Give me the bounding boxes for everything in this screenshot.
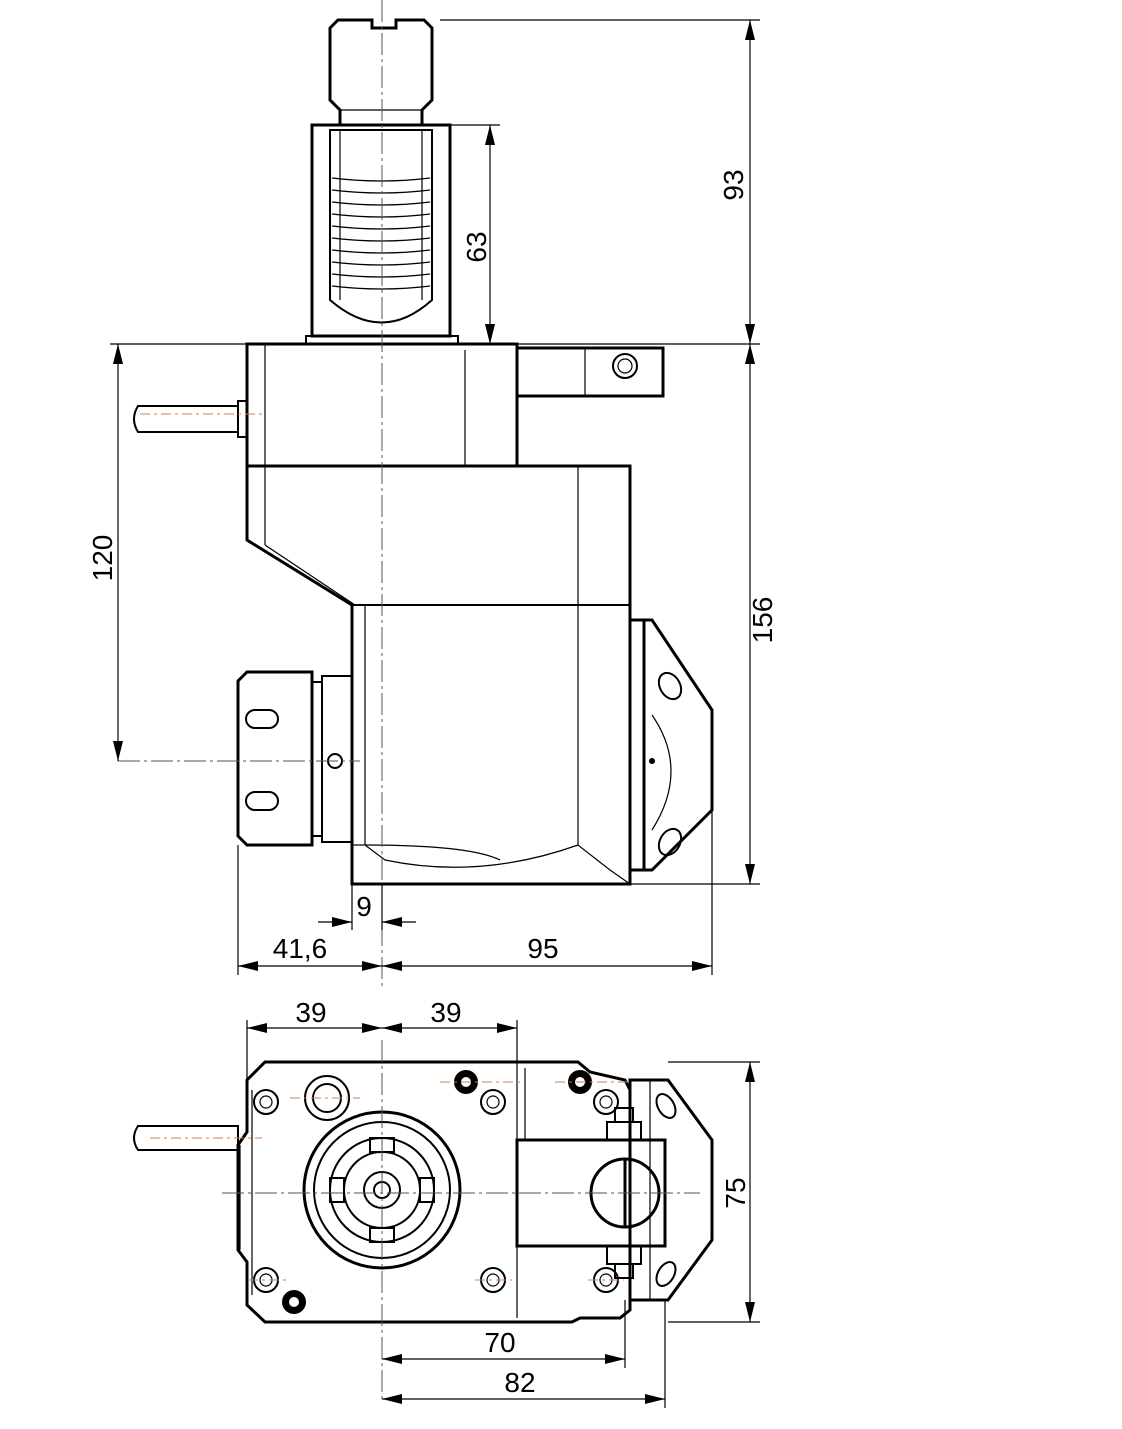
screw-icon-top-1	[454, 1070, 506, 1115]
dim-63: 63	[450, 124, 500, 344]
screw-icon-tl	[253, 1089, 279, 1115]
dim-120-label: 120	[87, 535, 118, 582]
dim-75-label: 75	[720, 1177, 751, 1208]
right-flange	[628, 618, 714, 872]
dim-41-6-label: 41,6	[273, 933, 328, 964]
dim-70: 70	[382, 1300, 626, 1368]
dim-82: 82	[382, 1300, 666, 1408]
top-pin-icon	[133, 1125, 239, 1151]
lower-housing	[245, 464, 632, 886]
dim-75: 75	[668, 1061, 760, 1323]
dim-156: 156	[630, 344, 778, 885]
top-view: 39 39 75 70	[133, 997, 760, 1408]
front-view: 93 63 120 156	[87, 0, 778, 990]
bracket-screw-icon	[612, 353, 638, 379]
thread-grooves	[331, 177, 431, 290]
dim-9-label: 9	[356, 891, 372, 922]
dim-39-right-label: 39	[430, 997, 461, 1028]
dim-9: 9	[318, 884, 416, 930]
dim-82-label: 82	[504, 1367, 535, 1398]
dim-95-label: 95	[527, 933, 558, 964]
dim-93-label: 93	[718, 169, 749, 200]
dim-63-label: 63	[461, 231, 492, 262]
dim-39-left-label: 39	[295, 997, 326, 1028]
dim-41-6: 41,6	[237, 845, 382, 975]
dim-39-right: 39	[382, 997, 518, 1068]
dim-156-label: 156	[747, 597, 778, 644]
dim-39-left: 39	[246, 997, 382, 1080]
dim-70-label: 70	[484, 1327, 515, 1358]
dim-95: 95	[382, 810, 713, 975]
dim-120: 120	[87, 343, 247, 761]
pin-icon	[133, 400, 248, 438]
upper-housing	[133, 342, 665, 468]
top-flange	[628, 1078, 714, 1302]
screw-icon-bl	[253, 1267, 306, 1314]
collet-nut	[236, 670, 353, 847]
dim-93: 93	[440, 19, 760, 345]
